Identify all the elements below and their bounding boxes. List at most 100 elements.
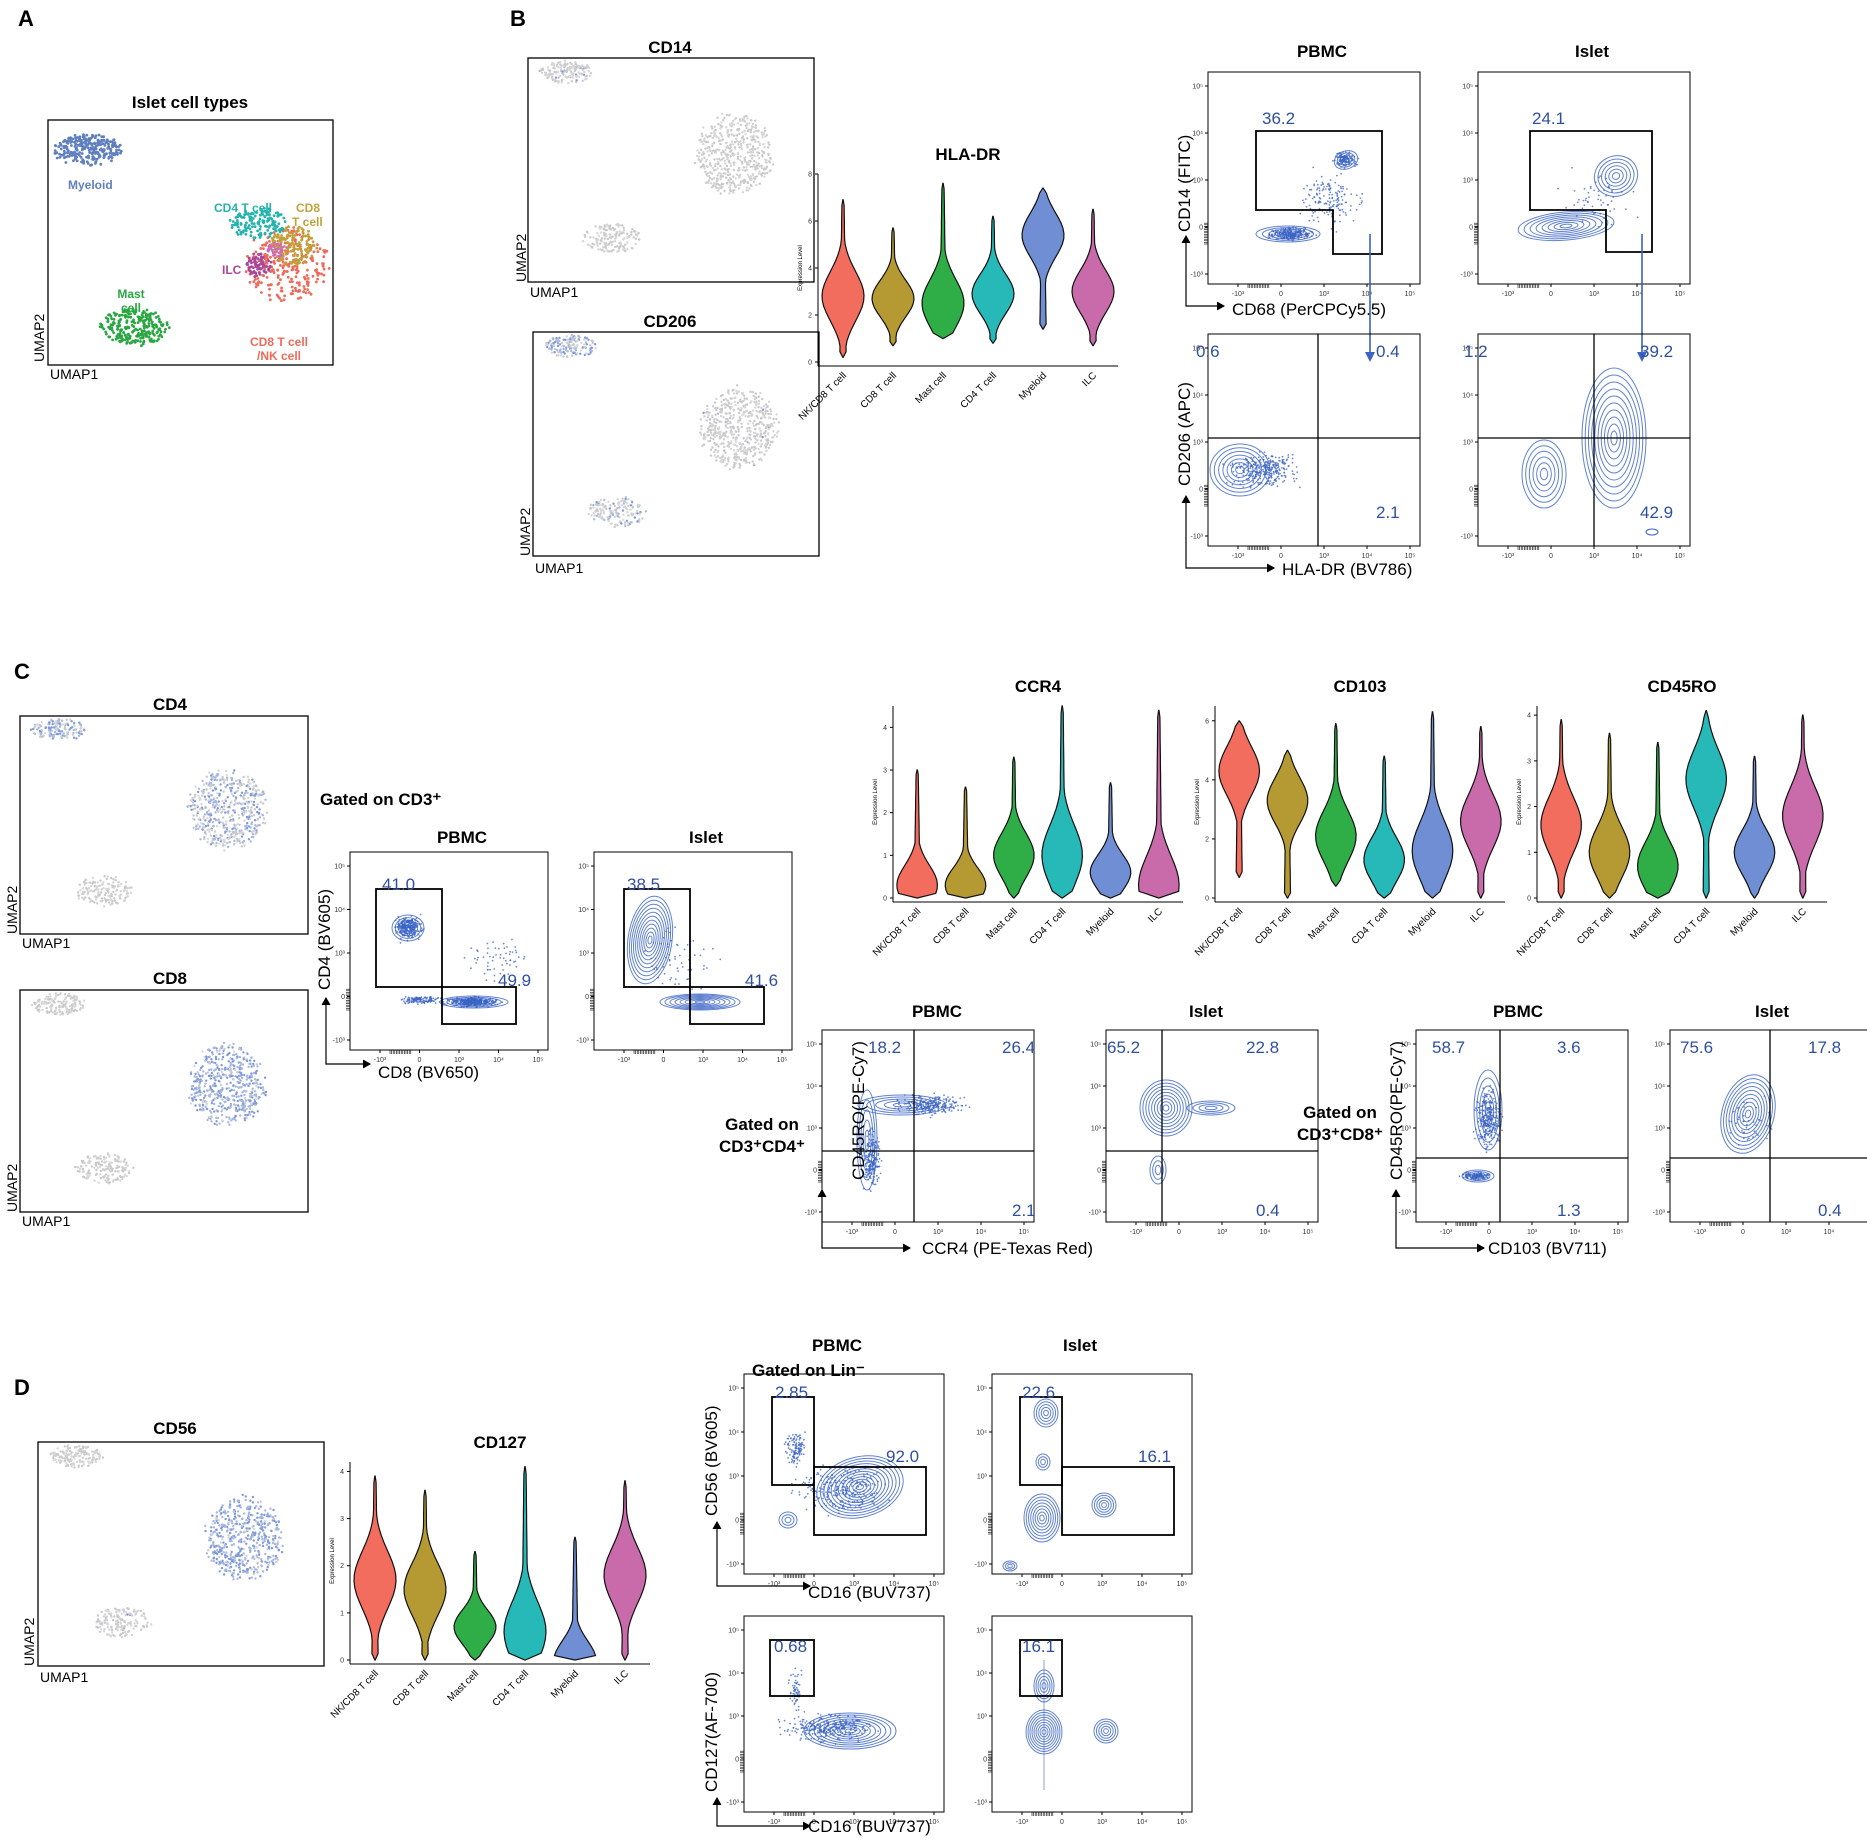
flow-b-islet-gate-num: 24.1 — [1532, 109, 1565, 128]
umap-point — [610, 243, 614, 247]
umap-point — [269, 260, 273, 264]
umap-point — [742, 404, 745, 408]
flow-event — [1597, 194, 1600, 197]
umap-point — [232, 843, 236, 846]
flow-xtick-label: 10⁵ — [1405, 291, 1416, 298]
umap-point — [205, 788, 208, 791]
umap-point — [258, 824, 261, 827]
umap-point — [562, 347, 565, 351]
umap-point — [60, 719, 64, 722]
umap-point — [737, 390, 740, 393]
flow-event — [1247, 465, 1250, 467]
umap-point — [91, 155, 95, 159]
umap-point — [36, 728, 39, 731]
umap-point — [699, 431, 702, 434]
cluster-label-ilc: ILC — [222, 263, 242, 277]
flow-event — [1331, 196, 1334, 199]
umap-point — [232, 835, 235, 838]
flow-event — [1625, 208, 1627, 211]
umap-point — [724, 406, 727, 409]
umap-point — [251, 836, 255, 839]
flow-event — [1594, 212, 1597, 214]
umap-point — [233, 809, 236, 812]
umap-point — [94, 134, 98, 138]
umap-point — [200, 794, 204, 797]
umap-point — [553, 70, 556, 74]
umap-point — [283, 294, 286, 298]
umap-point — [307, 291, 311, 294]
umap-point — [720, 400, 723, 403]
umap-point — [41, 1000, 44, 1003]
flow-event — [1269, 459, 1272, 461]
umap-cd14-xlabel: UMAP1 — [530, 284, 578, 300]
umap-cd14-title: CD14 — [648, 38, 692, 57]
umap-point — [708, 163, 712, 166]
umap-point — [122, 889, 126, 893]
flow-b-bottom-xlabel: HLA-DR (BV786) — [1282, 560, 1412, 579]
umap-point — [740, 425, 743, 429]
umap-point — [93, 884, 97, 888]
umap-point — [199, 838, 202, 841]
flow-event — [1265, 466, 1267, 469]
umap-point — [311, 240, 315, 244]
umap-point — [225, 823, 228, 826]
umap-point — [732, 388, 735, 391]
flow-event — [1610, 200, 1613, 203]
umap-point — [722, 398, 726, 402]
umap-point — [99, 891, 103, 894]
flow-event — [1257, 481, 1259, 484]
umap-point — [229, 787, 232, 791]
umap-point — [739, 142, 743, 146]
umap-point — [608, 509, 612, 513]
umap-point — [202, 788, 206, 791]
umap-point — [606, 515, 609, 519]
umap-point — [706, 150, 709, 153]
umap-point — [559, 63, 562, 66]
flow-event — [1272, 483, 1275, 486]
umap-point — [279, 253, 283, 256]
umap-point — [738, 462, 741, 465]
umap-point — [706, 146, 709, 150]
umap-point — [79, 155, 83, 159]
umap-point — [203, 831, 207, 834]
umap-point — [252, 800, 256, 804]
umap-point — [267, 259, 270, 262]
flow-event — [1602, 201, 1605, 204]
umap-point — [119, 335, 122, 339]
umap-point — [707, 179, 711, 182]
umap-point — [607, 519, 610, 523]
umap-point — [108, 140, 112, 144]
umap-point — [755, 183, 758, 187]
flow-event — [1258, 451, 1261, 453]
umap-point — [233, 791, 237, 795]
umap-point — [271, 268, 275, 272]
umap-point — [552, 64, 556, 68]
umap-point — [540, 71, 544, 75]
flow-event — [1299, 212, 1302, 215]
umap-point — [108, 151, 112, 155]
umap-point — [226, 796, 229, 799]
flow-event — [1311, 197, 1314, 200]
umap-point — [192, 826, 195, 829]
umap-point — [249, 840, 252, 843]
umap-point — [204, 819, 207, 822]
umap-point — [737, 407, 740, 410]
umap-point — [711, 446, 714, 449]
umap-point — [290, 268, 294, 272]
umap-point — [94, 162, 97, 165]
umap-point — [253, 827, 256, 830]
umap-point — [128, 886, 131, 889]
umap-point — [571, 338, 575, 341]
umap-point — [735, 137, 738, 140]
umap-point — [552, 66, 555, 70]
umap-point — [96, 902, 99, 905]
flow-event — [1267, 479, 1270, 482]
umap-point — [587, 513, 590, 516]
umap-point — [727, 445, 731, 449]
flow-xtick-label: 10³ — [1319, 553, 1330, 560]
umap-point — [145, 334, 149, 338]
umap-point — [296, 269, 300, 273]
umap-point — [294, 231, 298, 234]
umap-point — [700, 427, 703, 431]
umap-point — [728, 186, 731, 189]
